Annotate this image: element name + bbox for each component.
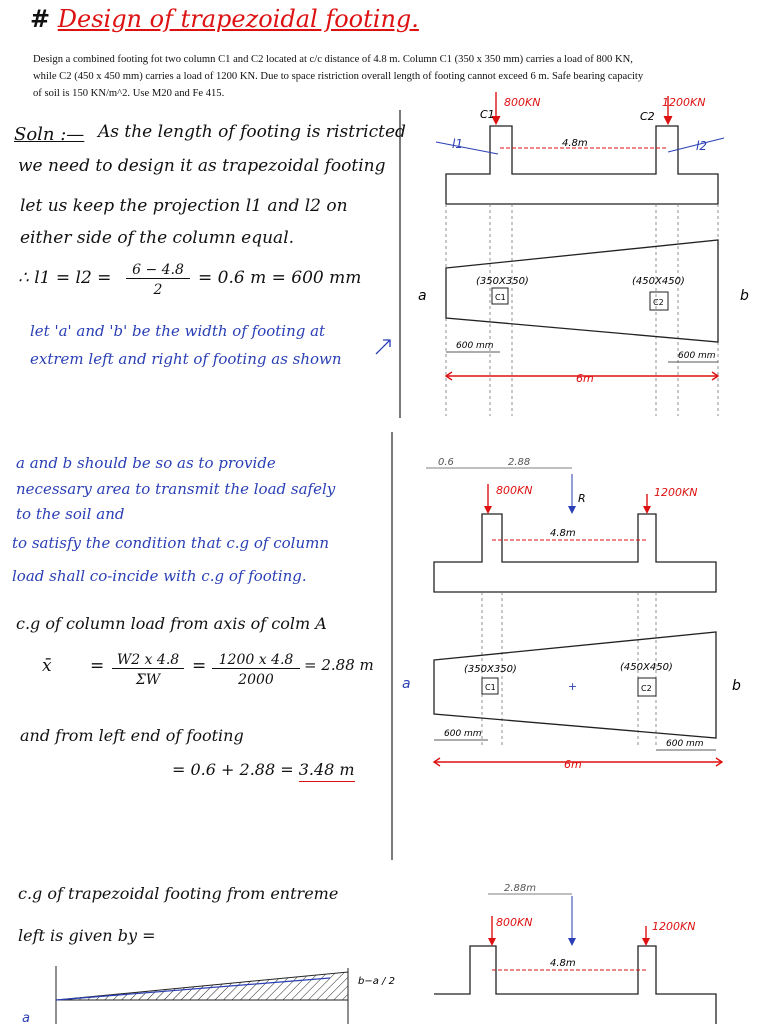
d1-l1: l1 [452, 137, 463, 151]
s2-from-left: and from left end of footing [20, 726, 244, 745]
sol-line-2: we need to design it as trapezoidal foot… [18, 156, 386, 176]
elevation-3 [434, 945, 717, 1024]
sol-line-3: let us keep the projection l1 and l2 on [20, 196, 348, 216]
eq-projection-rhs: = 0.6 m = 600 mm [198, 268, 362, 288]
d1-trapezoid-plan [445, 239, 719, 343]
s2-eq1-den: ΣW [135, 672, 161, 688]
d2-dim-right: 600 mm [666, 739, 704, 749]
diagram-3: 2.88m 800KN 1200KN 4.8m [434, 883, 717, 1024]
blue-arrow-icon [375, 339, 391, 355]
d2-dim-left: 600 mm [444, 729, 482, 739]
s2-blue-5: load shall co-incide with c.g of footing… [12, 567, 307, 585]
d2-c1-box: C1 [485, 683, 496, 692]
d2-cg-mark-icon: + [568, 680, 577, 693]
s3-line-1: c.g of trapezoidal footing from entreme [18, 884, 339, 903]
eq-projection-lhs: ∴ l1 = l2 = [18, 268, 112, 288]
trapezoid-sketch: b−a / 2 a [22, 966, 395, 1024]
page-title: # Design of trapezoidal footing. [30, 4, 419, 33]
s2-eq2-num: 1200 x 4.8 [212, 652, 300, 669]
elevation-2 [433, 513, 717, 593]
d1-load-1: 800KN [504, 96, 540, 109]
s2-sum: = 0.6 + 2.88 = [172, 760, 299, 779]
eq-projection-numerator: 6 − 4.8 [126, 262, 190, 279]
d3-dim-288: 2.88m [504, 883, 536, 894]
s2-eq-result: = 2.88 m [304, 656, 374, 674]
diagram-2: 0.6 2.88 R 800KN 1200KN 4.8m (350X350) (… [402, 457, 741, 771]
d2-dim-06: 0.6 [438, 457, 454, 468]
d1-col1-size: (350X350) [476, 276, 529, 287]
d1-length: 6m [576, 372, 594, 385]
title-hash: # [30, 4, 51, 33]
d2-resultant: R [578, 492, 586, 505]
s2-cg-line: c.g of column load from axis of colm A [16, 614, 327, 633]
d1-load-2: 1200KN [662, 96, 705, 109]
problem-statement: Design a combined footing fot two column… [33, 52, 753, 101]
d1-l2: l2 [696, 139, 707, 153]
d2-length: 6m [564, 758, 582, 771]
d2-load-2: 1200KN [654, 486, 697, 499]
d3-load-2: 1200KN [652, 920, 695, 933]
d2-c2-box: C2 [641, 684, 652, 693]
s2-blue-3: to the soil and [16, 505, 125, 523]
d1-a: a [418, 288, 427, 304]
d1-span: 4.8m [562, 138, 588, 149]
d2-col1-size: (350X350) [464, 664, 517, 675]
d2-span: 4.8m [550, 528, 576, 539]
s2-blue-1: a and b should be so as to provide [16, 454, 276, 472]
sketch-a: a [22, 1011, 30, 1024]
sol-line-4: either side of the column equal. [20, 228, 295, 248]
problem-line-1: Design a combined footing fot two column… [33, 54, 633, 65]
d1-col2-size: (450X450) [632, 276, 685, 287]
d2-b: b [732, 678, 741, 694]
blue-note-2: extrem left and right of footing as show… [30, 350, 342, 368]
d3-span: 4.8m [550, 958, 576, 969]
d2-trapezoid-plan [433, 631, 717, 739]
diagram-1: C1 C2 800KN 1200KN 4.8m l1 l2 (350X350) … [418, 92, 749, 416]
s2-blue-4: to satisfy the condition that c.g of col… [12, 534, 329, 552]
sketch-fraction: b−a / 2 [358, 976, 395, 987]
s2-eq1-num: W2 x 4.8 [112, 652, 184, 669]
problem-line-3: of soil is 150 KN/m^2. Use M20 and Fe 41… [33, 88, 225, 99]
d2-dim-288: 2.88 [508, 457, 530, 468]
sol-line-1: As the length of footing is ristricted [98, 122, 406, 142]
d1-b: b [740, 288, 749, 304]
eq-projection-denominator: 2 [153, 282, 163, 298]
s2-xbar: x̄ [42, 656, 52, 676]
title-text: Design of trapezoidal footing. [57, 5, 419, 33]
s2-blue-2: necessary area to transmit the load safe… [16, 480, 336, 498]
blue-note-1: let 'a' and 'b' be the width of footing … [30, 322, 326, 340]
s3-line-2: left is given by = [18, 926, 156, 945]
d3-load-1: 800KN [496, 916, 532, 929]
d1-c2-box: C2 [653, 298, 664, 307]
d1-dim-left: 600 mm [456, 341, 494, 351]
d1-c2-label: C2 [640, 110, 655, 123]
problem-line-2: while C2 (450 x 450 mm) carries a load o… [33, 71, 644, 82]
d2-col2-size: (450X450) [620, 662, 673, 673]
d2-a: a [402, 676, 411, 692]
solution-label: Soln :— [14, 124, 85, 145]
d1-c1-box: C1 [495, 293, 506, 302]
d1-c1-label: C1 [480, 108, 495, 121]
d1-dim-right: 600 mm [678, 351, 716, 361]
s2-sum-result: 3.48 m [298, 760, 355, 782]
d2-load-1: 800KN [496, 484, 532, 497]
s2-eq2-den: 2000 [238, 672, 274, 688]
